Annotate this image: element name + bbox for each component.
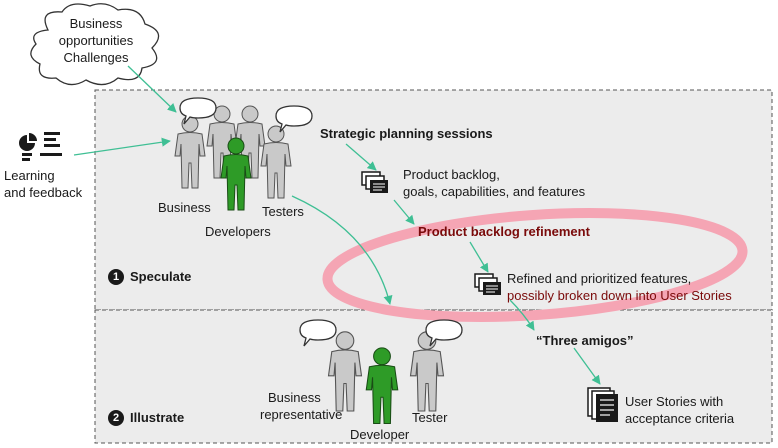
- arrow-amigos-to-stories: [573, 347, 601, 385]
- refinement-ring: [322, 208, 748, 322]
- arrow-feedback-to-team: [73, 137, 171, 156]
- arrow-team-to-illustrate: [291, 195, 393, 305]
- cloud-text-business: Business: [69, 16, 123, 31]
- arrow-strategic-to-backlog: [345, 143, 377, 171]
- arrow-cloud-to-team: [127, 65, 177, 113]
- phase-number-speculate: 1: [108, 269, 124, 285]
- role-business: Business: [158, 200, 211, 215]
- refined-features-line2: possibly broken down into User Stories: [507, 288, 732, 303]
- chart-report-icon: [19, 132, 62, 161]
- arrow-refined-to-amigos: [509, 299, 535, 331]
- role-business-representative-line2: representative: [260, 407, 343, 422]
- strategic-planning-label: Strategic planning sessions: [320, 126, 493, 141]
- arrow-backlog-to-refinement: [393, 199, 415, 225]
- backlog-refinement-label: Product backlog refinement: [418, 224, 590, 239]
- user-stories-line1: User Stories with: [625, 394, 724, 409]
- challenges-cloud: [30, 3, 160, 86]
- backlog-label-line1: Product backlog,: [403, 167, 500, 182]
- learning-label-line2: and feedback: [4, 185, 83, 200]
- arrow-refinement-to-refined: [469, 241, 489, 273]
- phase-number-illustrate: 2: [108, 410, 124, 426]
- phase-label-speculate: Speculate: [130, 269, 192, 284]
- role-developers: Developers: [205, 224, 271, 239]
- role-developer: Developer: [350, 427, 410, 442]
- user-stories-line2: acceptance criteria: [625, 411, 735, 426]
- user-stories-icon: [587, 387, 618, 422]
- learning-label-line1: Learning: [4, 168, 55, 183]
- role-testers: Testers: [262, 204, 304, 219]
- role-tester: Tester: [412, 410, 448, 425]
- three-amigos-label: “Three amigos”: [536, 333, 634, 348]
- role-business-representative-line1: Business: [268, 390, 321, 405]
- cloud-text-challenges: Challenges: [63, 50, 129, 65]
- speculate-panel: [94, 89, 773, 311]
- backlog-label-line2: goals, capabilities, and features: [403, 184, 586, 199]
- refined-features-line1: Refined and prioritized features,: [507, 271, 692, 286]
- phase-label-illustrate: Illustrate: [130, 410, 185, 425]
- cloud-text-opportunities: opportunities: [58, 33, 134, 48]
